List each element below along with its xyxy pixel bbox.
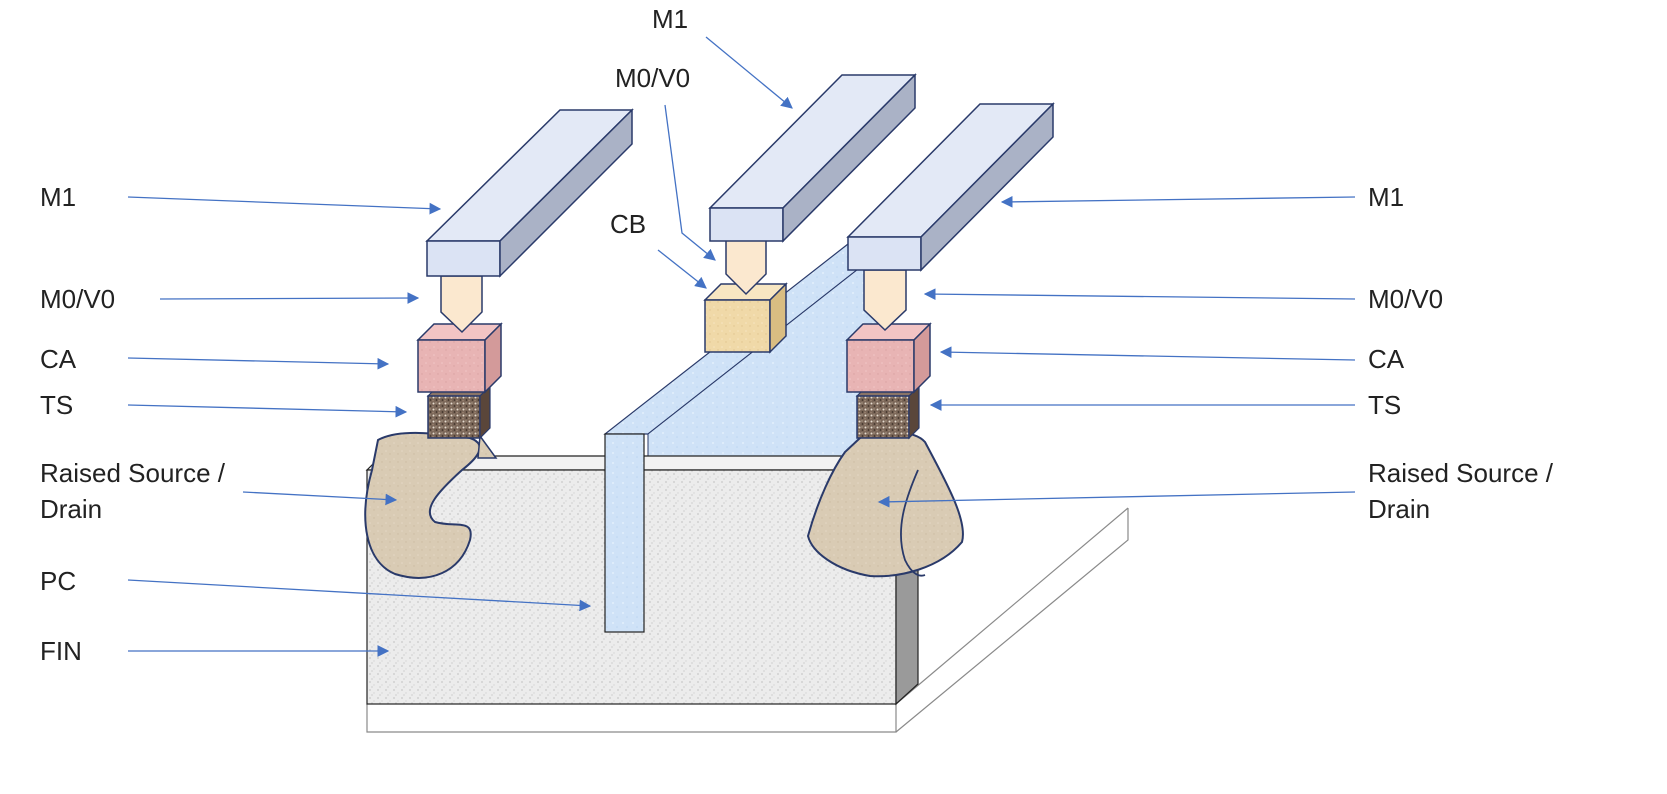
label-left-ts: TS — [40, 390, 73, 420]
label-left-m0v0: M0/V0 — [40, 284, 115, 314]
arrow-right-m1 — [1000, 196, 1356, 208]
labels-right: M1 M0/V0 CA TS Raised Source / Drain — [1368, 182, 1554, 524]
label-right-ca: CA — [1368, 344, 1405, 374]
arrow-top-cb — [657, 249, 707, 289]
ts-left — [426, 384, 492, 440]
arrow-right-m0v0 — [923, 288, 1356, 300]
cb-block — [703, 282, 788, 354]
label-right-m0v0: M0/V0 — [1368, 284, 1443, 314]
arrows-right — [877, 196, 1356, 508]
labels-left: M1 M0/V0 CA TS Raised Source / Drain PC … — [40, 182, 226, 666]
arrow-left-m0v0 — [159, 292, 420, 304]
label-top-cb: CB — [610, 209, 646, 239]
arrow-right-ca — [939, 346, 1356, 361]
arrow-left-ca — [127, 357, 390, 370]
substrate-outline — [366, 507, 1129, 733]
ca-right — [845, 322, 932, 394]
labels-top: M1 M0/V0 CB — [610, 4, 690, 239]
label-top-m1: M1 — [652, 4, 688, 34]
arrow-left-pc — [127, 579, 592, 612]
label-left-ca: CA — [40, 344, 77, 374]
m1-bar-left — [425, 108, 634, 278]
arrow-left-m1 — [127, 196, 442, 215]
label-left-pc: PC — [40, 566, 76, 596]
right-contact-stack — [845, 102, 1055, 440]
label-right-m1: M1 — [1368, 182, 1404, 212]
arrow-left-rsd — [242, 491, 398, 506]
arrow-left-ts — [127, 404, 408, 418]
label-left-fin: FIN — [40, 636, 82, 666]
label-left-rsd-line2: Drain — [40, 494, 102, 524]
center-contact-stack — [703, 73, 917, 354]
label-right-ts: TS — [1368, 390, 1401, 420]
ts-right — [855, 384, 921, 440]
arrows-left — [127, 196, 592, 657]
label-top-m0v0: M0/V0 — [615, 63, 690, 93]
arrow-top-m0v0 — [664, 104, 716, 261]
m1-bar-center — [708, 73, 917, 243]
m1-bar-right — [846, 102, 1055, 272]
label-left-m1: M1 — [40, 182, 76, 212]
arrows-top — [657, 36, 793, 289]
label-right-rsd-line2: Drain — [1368, 494, 1430, 524]
gate-pc-front — [604, 433, 645, 633]
left-contact-stack — [416, 108, 634, 440]
arrow-right-rsd — [877, 491, 1356, 508]
label-right-rsd-line1: Raised Source / — [1368, 458, 1554, 488]
label-left-rsd-line1: Raised Source / — [40, 458, 226, 488]
arrow-top-m1 — [705, 36, 793, 109]
ca-left — [416, 322, 503, 394]
